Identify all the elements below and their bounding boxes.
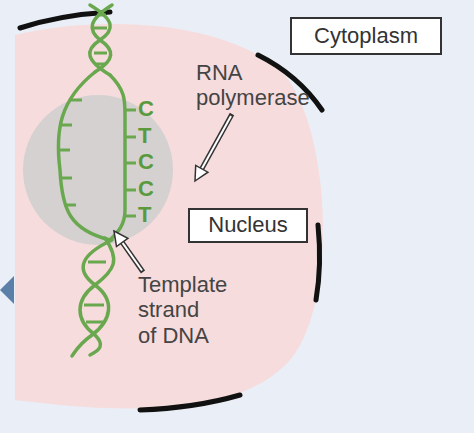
envelope-segment [140,395,240,410]
base [125,109,136,112]
rna-polymerase-blob [23,95,173,245]
rna-nucleotide: T [138,202,160,227]
base [125,162,136,165]
dna-strand [72,240,112,356]
dna-helix [58,5,125,356]
leader-shaft [122,242,143,272]
base [64,204,76,207]
callout-label: RNA polymerase [196,60,316,111]
label-box: Nucleus [188,208,308,243]
polymerase-leader [195,114,232,181]
base-pair [94,52,107,55]
nuclear-envelope [20,12,322,410]
callout-label: Template strand of DNA [138,272,222,348]
base [125,136,136,139]
base-pair [94,27,107,30]
box-label: Nucleus [208,213,287,237]
base-pair [95,63,106,66]
base [60,124,72,127]
base [125,189,136,192]
rna-nucleotide: C [138,149,160,174]
dna-strand [58,72,110,240]
leader-head [195,165,208,181]
base [60,177,72,180]
base-pair [84,304,104,307]
rna-nucleotide: T [138,123,160,148]
leader-shaft [122,242,142,270]
dna-strand [92,5,112,72]
base-ticks [58,15,136,322]
leader-shaft [202,116,231,169]
base-pair [86,321,104,324]
base-pair [88,261,106,264]
nucleus-region [15,24,323,408]
rna-nucleotide: C [138,176,160,201]
rna-nucleotide: C [138,96,160,121]
base-pair [97,14,106,17]
envelope-segment [316,225,320,300]
incoming-arrow-tip [0,276,14,304]
template-strand [110,75,125,240]
leader-head [114,231,128,247]
base [58,149,70,152]
label-box: Cytoplasm [290,17,442,55]
box-label: Cytoplasm [314,24,418,48]
template-leader [114,231,143,272]
base [70,99,82,102]
dna-strand [80,238,114,355]
leader-shaft [202,114,232,169]
base [125,215,136,218]
